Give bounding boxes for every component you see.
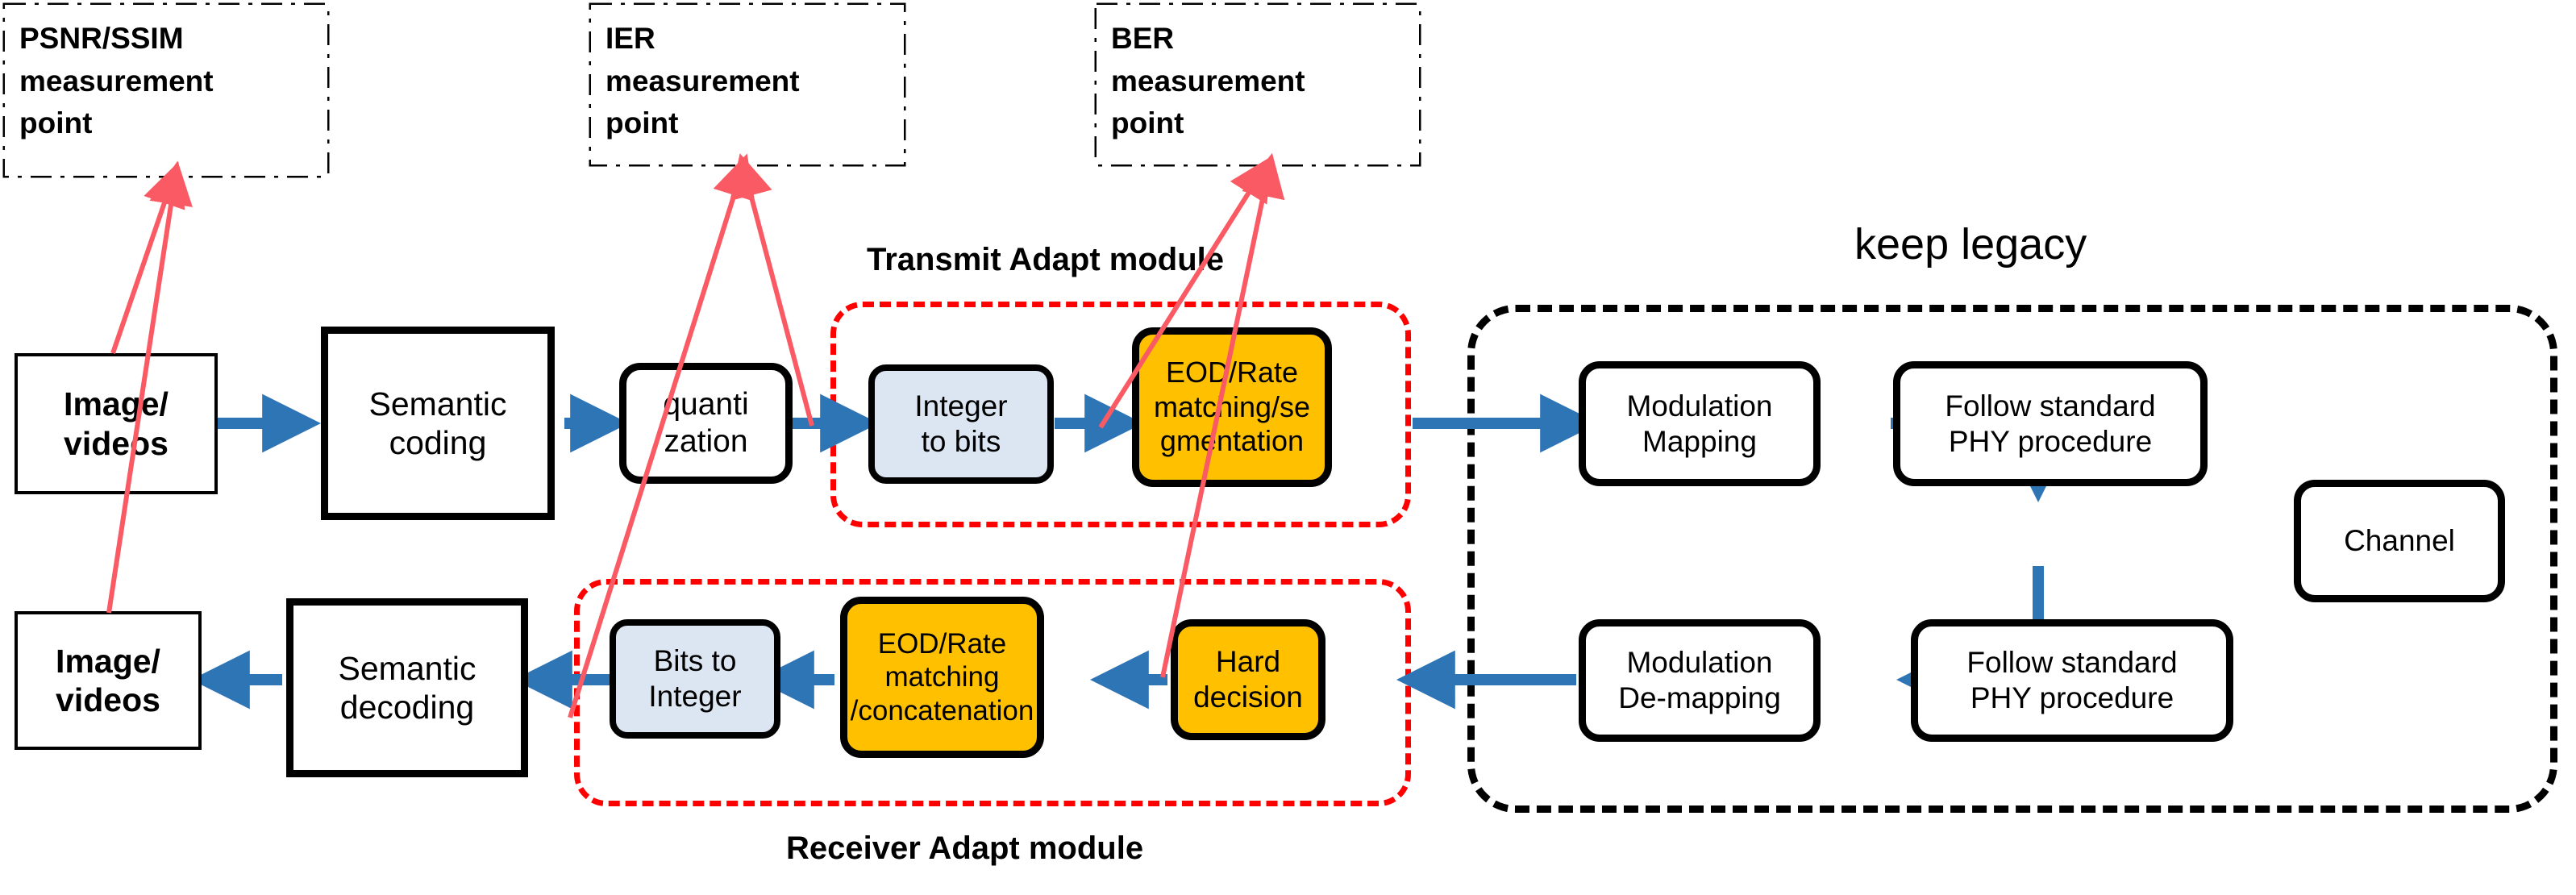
follow-standard-phy-rx-box: Follow standard PHY procedure [1911, 619, 2233, 742]
eod-rate-matching-segmentation-box: EOD/Rate matching/se gmentation [1132, 327, 1332, 487]
pointer-rx-sink-to-psnr-ssim [106, 160, 193, 614]
integer-to-bits-box: Integer to bits [868, 364, 1054, 484]
pointer-integer-to-bits-to-ber [1098, 156, 1272, 429]
follow-standard-phy-rx-label: Follow standard PHY procedure [1966, 646, 2178, 714]
receiver-adapt-module-caption: Receiver Adapt module [786, 830, 1144, 866]
eod-rate-matching-concatenation-box: EOD/Rate matching /concatenation [840, 597, 1044, 758]
integer-to-bits-label: Integer to bits [914, 389, 1008, 458]
eod-rate-matching-concatenation-label: EOD/Rate matching /concatenation [850, 628, 1034, 726]
semantic-coding-box: Semantic coding [321, 327, 555, 520]
channel-box: Channel [2294, 480, 2505, 602]
keep-legacy-caption: keep legacy [1854, 220, 2087, 268]
semantic-decoding-box: Semantic decoding [286, 598, 528, 777]
rx-sink-box: Image/ videos [15, 611, 202, 750]
pointer-hard-decision-to-ber [1160, 152, 1285, 678]
ber-label: BER measurement point [1111, 22, 1305, 140]
transmit-adapt-module-caption: Transmit Adapt module [867, 242, 1225, 277]
tx-source-box: Image/ videos [15, 353, 218, 494]
psnr-ssim-measurement-callout: PSNR/SSIM measurement point [5, 5, 327, 176]
semantic-decoding-label: Semantic decoding [338, 649, 476, 726]
ier-measurement-callout: IER measurement point [591, 5, 904, 164]
rx-sink-label: Image/ videos [56, 642, 160, 718]
pointer-tx-source-to-psnr-ssim [110, 161, 185, 354]
psnr-ssim-label: PSNR/SSIM measurement point [19, 22, 214, 140]
tx-source-label: Image/ videos [64, 385, 169, 462]
pointer-quantization-to-ier [730, 153, 814, 427]
semantic-coding-label: Semantic coding [368, 385, 507, 461]
ber-measurement-callout: BER measurement point [1097, 5, 1419, 164]
hard-decision-box: Hard decision [1171, 619, 1325, 740]
pointer-bits-to-integer-to-ier [568, 153, 755, 718]
hard-decision-label: Hard decision [1193, 645, 1303, 714]
eod-rate-matching-segmentation-label: EOD/Rate matching/se gmentation [1153, 356, 1311, 458]
keep-legacy-outline [1467, 305, 2557, 813]
channel-label: Channel [2344, 524, 2455, 558]
bits-to-integer-label: Bits to Integer [648, 644, 742, 713]
quantization-label: quanti zation [663, 386, 749, 459]
bits-to-integer-box: Bits to Integer [610, 619, 780, 739]
ier-label: IER measurement point [606, 22, 800, 140]
